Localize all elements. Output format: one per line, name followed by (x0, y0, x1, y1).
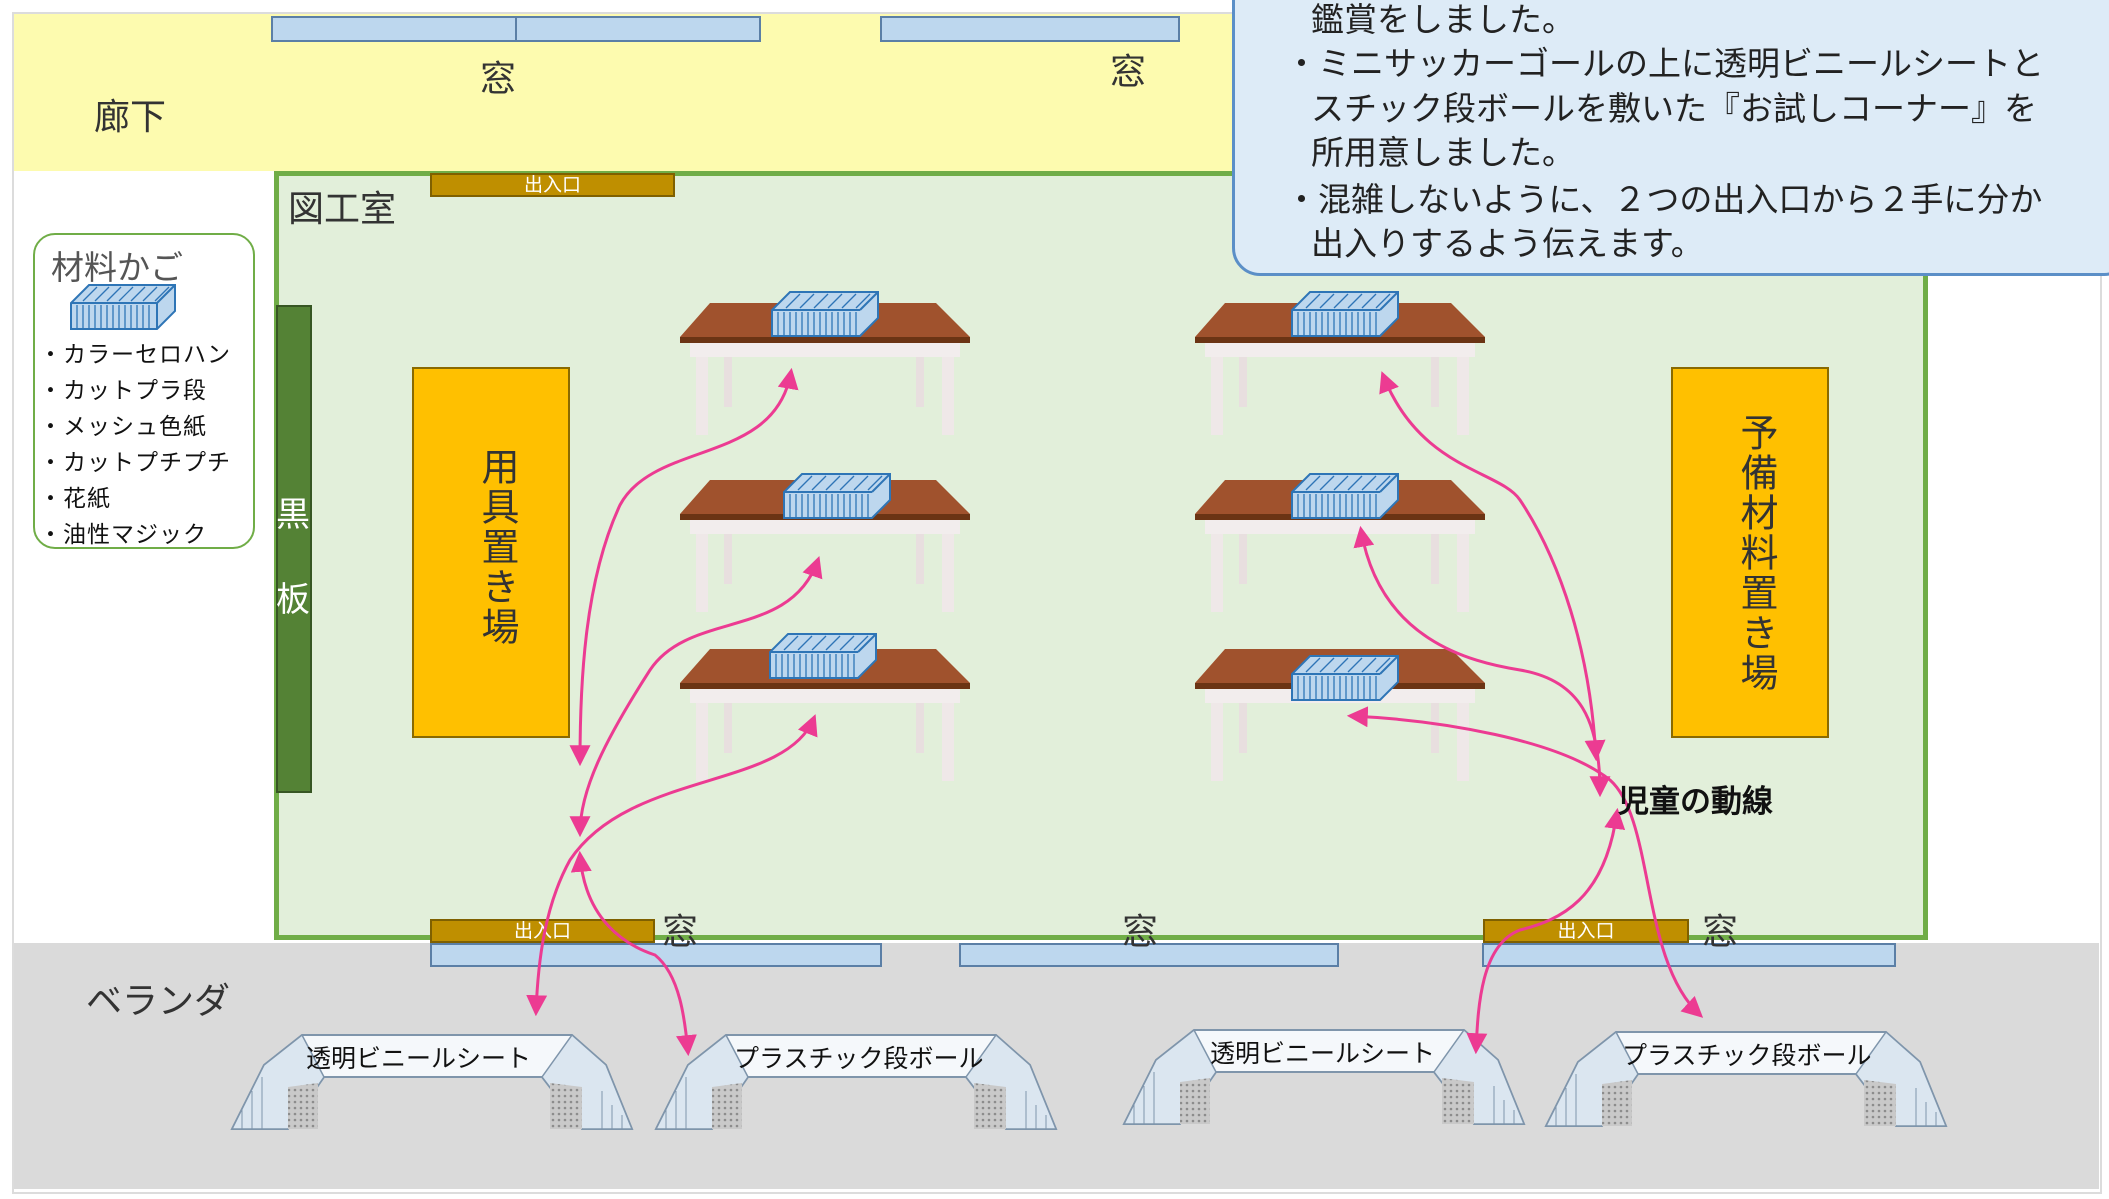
veranda-window-2 (959, 943, 1339, 967)
try-corner-label: プラスチック段ボール (1622, 1041, 1872, 1070)
tool-storage: 用具置き場 (412, 367, 570, 738)
flow-arrow (1466, 807, 1626, 1055)
blackboard: 黒 板 (276, 305, 312, 793)
spare-storage-label: 予備材料置き場 (1734, 413, 1778, 693)
try-corner-label: プラスチック段ボール (734, 1044, 984, 1073)
veranda-window-label-3: 窓 (1702, 912, 1739, 953)
callout-line: スチック段ボールを敷いた『お試しコーナー』を (1311, 89, 2037, 128)
room-label: 図工室 (288, 189, 397, 230)
corridor-window-label-1: 窓 (480, 59, 517, 100)
callout-line: ・ミニサッカーゴールの上に透明ビニールシートと (1285, 44, 2044, 83)
basket-icon (70, 284, 176, 330)
try-corner-label: 透明ビニールシート (306, 1044, 532, 1073)
blackboard-label-2: 板 (276, 580, 310, 620)
flow-arrow (1379, 371, 1606, 762)
corridor-window-left-b (515, 16, 761, 42)
material-item: ・花紙 (39, 486, 111, 512)
flow-arrow (570, 850, 697, 1057)
material-item: ・カットプラ段 (39, 378, 207, 404)
corridor-label: 廊下 (94, 97, 167, 138)
callout-line: 鑑賞をしました。 (1311, 0, 1575, 39)
veranda-window-label-2: 窓 (1122, 912, 1159, 953)
material-basket-legend: 材料かご ・カラーセロハン ・カットプラ段 ・メッシュ色紙 ・カットプチプチ ・… (33, 233, 255, 549)
material-basket-title: 材料かご (51, 248, 183, 287)
veranda-label: ベランダ (86, 981, 231, 1022)
material-item: ・メッシュ色紙 (39, 414, 207, 440)
flow-arrow (569, 556, 823, 838)
material-item: ・カットプチプチ (39, 450, 231, 476)
corridor-window-label-2: 窓 (1110, 52, 1147, 93)
corridor-window-left-a (271, 16, 517, 42)
blackboard-label-1: 黒 (276, 495, 310, 535)
try-corner-label: 透明ビニールシート (1210, 1039, 1436, 1068)
flow-arrow (1346, 706, 1704, 1018)
material-item: ・カラーセロハン (39, 342, 231, 368)
tool-storage-label: 用具置き場 (475, 447, 519, 647)
student-flow-label: 児童の動線 (1618, 784, 1773, 820)
callout-line: ・混雑しないように、２つの出入口から２手に分か (1285, 180, 2043, 219)
callout-line: 出入りするよう伝えます。 (1311, 224, 1704, 263)
flow-arrow (569, 367, 799, 767)
material-item: ・油性マジック (39, 522, 207, 548)
explanation-callout: 鑑賞をしました。 ・ミニサッカーゴールの上に透明ビニールシートと スチック段ボー… (1232, 0, 2109, 276)
door-top: 出入口 (430, 173, 675, 197)
corridor-window-right-a (880, 16, 1180, 42)
flow-arrow (526, 714, 818, 1017)
callout-line: 所用意しました。 (1311, 133, 1575, 172)
material-items: ・カラーセロハン ・カットプラ段 ・メッシュ色紙 ・カットプチプチ ・花紙 ・油… (39, 335, 231, 549)
spare-material-storage: 予備材料置き場 (1671, 367, 1829, 738)
